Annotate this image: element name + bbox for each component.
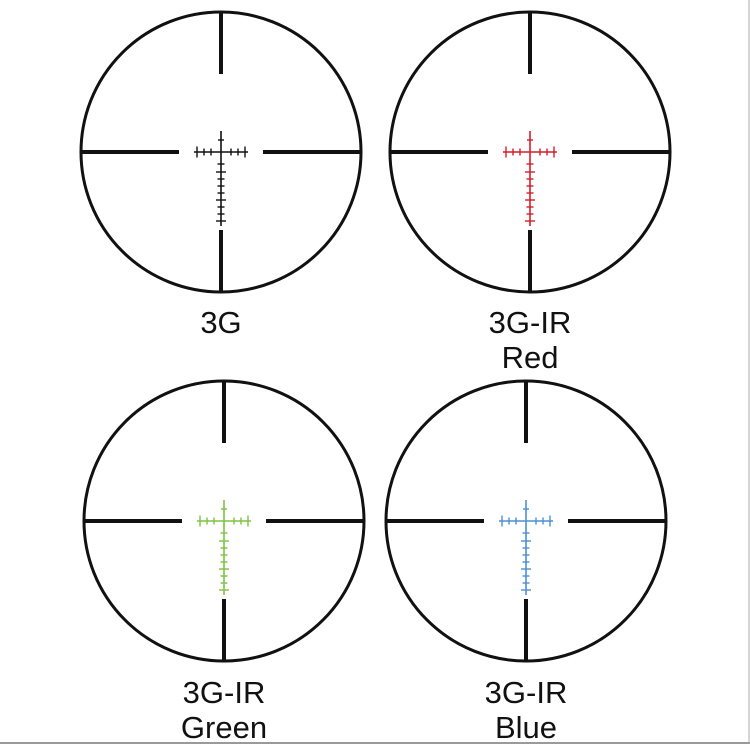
caption-line-2: Blue: [494, 710, 558, 745]
caption-line-1: 3G-IR: [182, 675, 266, 710]
reticle-3g: [79, 10, 363, 294]
reticle-3g-ir-blue: [384, 379, 668, 663]
caption-line-1: 3G: [200, 305, 242, 340]
reticle-3g-ir-green: [82, 379, 366, 663]
reticle-3g-ir-red: [388, 10, 672, 294]
reticle-caption-3g-ir-red: 3G-IR Red: [420, 305, 640, 375]
caption-line-1: 3G-IR: [484, 675, 568, 710]
frame-edge-right: [748, 0, 750, 742]
reticle-caption-3g-ir-blue: 3G-IR Blue: [416, 675, 636, 745]
caption-line-2: Red: [501, 340, 559, 375]
caption-line-1: 3G-IR: [488, 305, 572, 340]
frame-edge-bottom: [0, 742, 750, 744]
reticle-caption-3g: 3G: [111, 305, 331, 340]
caption-line-2: Green: [180, 710, 268, 745]
reticle-caption-3g-ir-green: 3G-IR Green: [114, 675, 334, 745]
